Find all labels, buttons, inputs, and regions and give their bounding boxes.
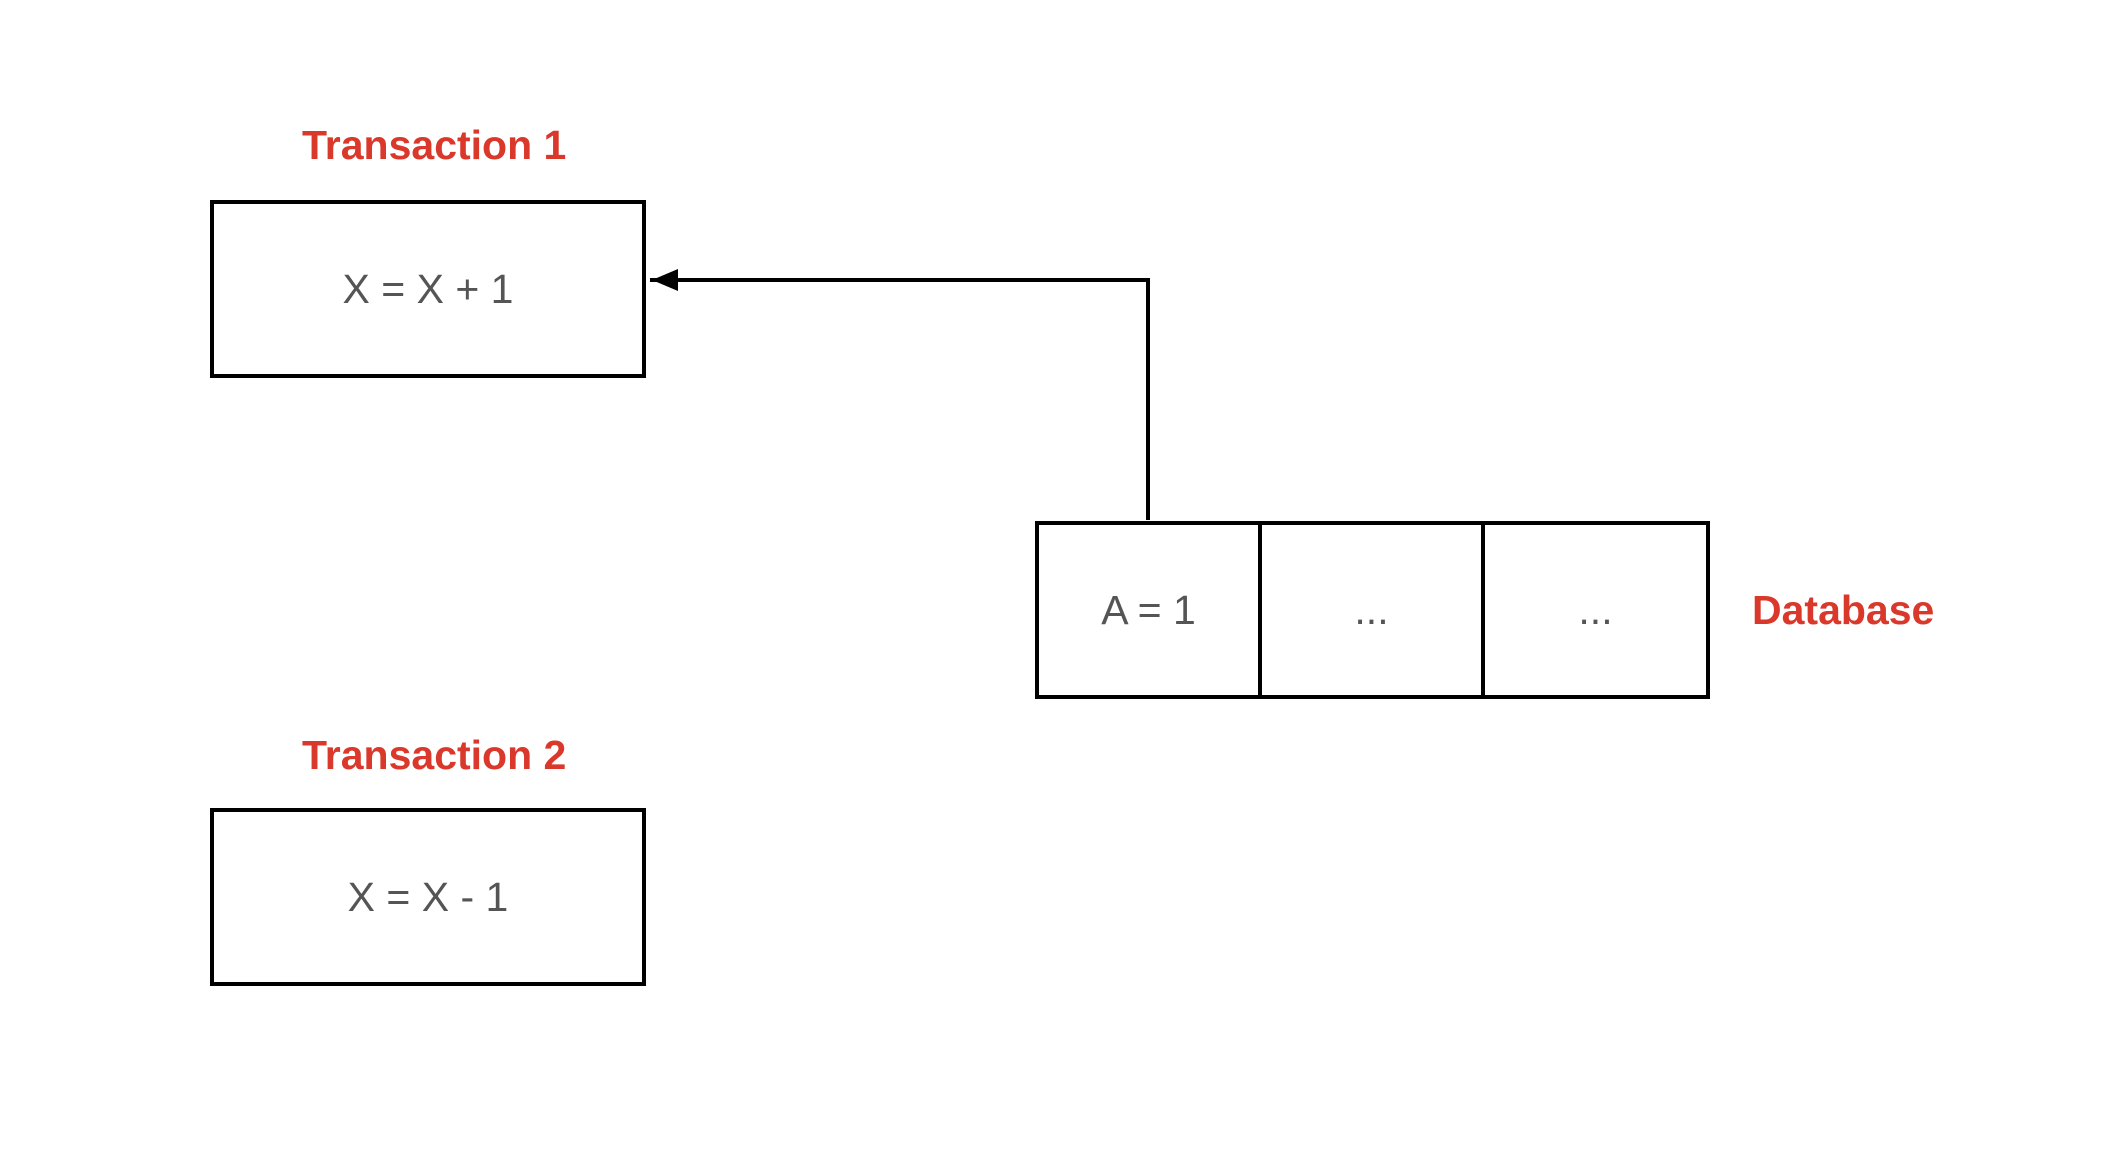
database-cell-1: A = 1 xyxy=(1035,521,1262,699)
transaction-2-expression: X = X - 1 xyxy=(347,873,509,920)
database-cell-3: ... xyxy=(1481,521,1710,699)
read-arrow xyxy=(650,278,1150,520)
arrowhead-icon xyxy=(652,269,678,291)
database-cell-2: ... xyxy=(1258,521,1485,699)
database-cell-2-text: ... xyxy=(1354,586,1389,633)
database-cell-3-text: ... xyxy=(1578,586,1613,633)
transaction-2-box: X = X - 1 xyxy=(210,808,646,986)
database-cell-1-text: A = 1 xyxy=(1101,586,1196,633)
transaction-1-expression: X = X + 1 xyxy=(342,265,514,312)
transaction-2-label: Transaction 2 xyxy=(302,732,567,778)
transaction-1-label: Transaction 1 xyxy=(302,122,567,168)
database-label: Database xyxy=(1752,587,1935,633)
transaction-1-box: X = X + 1 xyxy=(210,200,646,378)
